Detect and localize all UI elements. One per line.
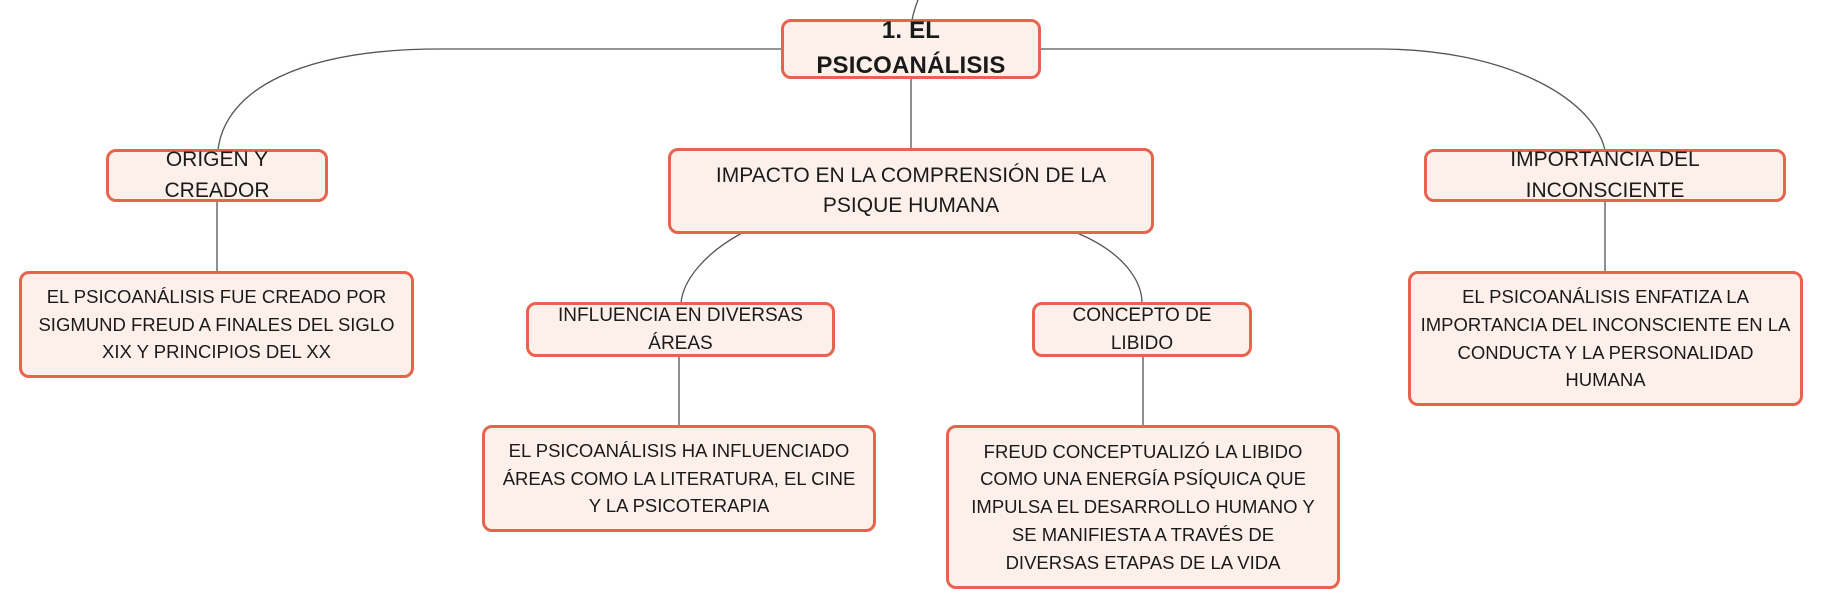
detail-text: EL PSICOANÁLISIS FUE CREADO POR SIGMUND … (38, 285, 395, 363)
connector-parent-to-root (911, 0, 919, 21)
branch-label: IMPORTANCIA DEL INCONSCIENTE (1510, 148, 1700, 202)
branch-label: IMPACTO EN LA COMPRENSIÓN DE LA PSIQUE H… (715, 163, 1107, 217)
subbranch-label: INFLUENCIA EN DIVERSAS ÁREAS (558, 304, 803, 354)
connector-impacto-to-influencia (680, 232, 743, 304)
detail-importancia-inconsciente[interactable]: EL PSICOANÁLISIS ENFATIZA LA IMPORTANCIA… (1408, 271, 1803, 406)
detail-text: EL PSICOANÁLISIS ENFATIZA LA IMPORTANCIA… (1420, 286, 1791, 391)
root-node[interactable]: 1. EL PSICOANÁLISIS (781, 17, 1041, 79)
detail-origen-y-creador[interactable]: EL PSICOANÁLISIS FUE CREADO POR SIGMUND … (19, 271, 414, 378)
detail-text: EL PSICOANÁLISIS HA INFLUENCIADO ÁREAS C… (502, 439, 856, 517)
detail-concepto-libido[interactable]: FREUD CONCEPTUALIZÓ LA LIBIDO COMO UNA E… (946, 425, 1340, 589)
connector-root-to-origen (217, 48, 783, 151)
branch-origen-y-creador[interactable]: ORIGEN Y CREADOR (106, 148, 328, 202)
subbranch-label: CONCEPTO DE LIBIDO (1072, 304, 1212, 354)
detail-influencia-areas[interactable]: EL PSICOANÁLISIS HA INFLUENCIADO ÁREAS C… (482, 425, 876, 532)
connector-impacto-to-libido (1076, 232, 1143, 304)
subbranch-concepto-libido[interactable]: CONCEPTO DE LIBIDO (1032, 302, 1252, 357)
root-node-label: 1. EL PSICOANÁLISIS (816, 17, 1006, 79)
connector-root-to-importancia (1040, 48, 1606, 151)
detail-text: FREUD CONCEPTUALIZÓ LA LIBIDO COMO UNA E… (971, 440, 1315, 573)
branch-label: ORIGEN Y CREADOR (164, 148, 270, 202)
branch-importancia-inconsciente[interactable]: IMPORTANCIA DEL INCONSCIENTE (1424, 148, 1786, 202)
subbranch-influencia-areas[interactable]: INFLUENCIA EN DIVERSAS ÁREAS (526, 302, 835, 357)
branch-impacto-psique[interactable]: IMPACTO EN LA COMPRENSIÓN DE LA PSIQUE H… (668, 148, 1154, 234)
